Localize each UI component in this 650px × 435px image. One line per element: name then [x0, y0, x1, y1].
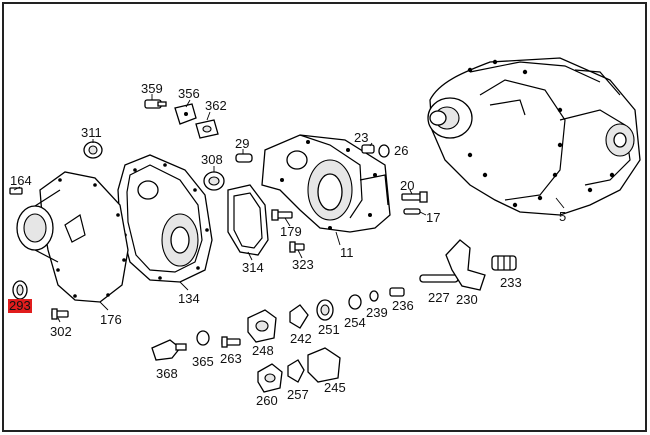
label-176[interactable]: 176	[100, 312, 122, 327]
part-311-seal[interactable]	[83, 141, 103, 159]
label-323[interactable]: 323	[292, 257, 314, 272]
label-17[interactable]: 17	[426, 210, 440, 225]
part-176-front-cover[interactable]	[16, 171, 129, 303]
part-11-intermediate-housing[interactable]	[261, 134, 391, 233]
label-311[interactable]: 311	[81, 125, 102, 140]
part-368-switch[interactable]	[151, 339, 187, 361]
part-260-housing[interactable]	[257, 363, 283, 393]
label-257[interactable]: 257	[287, 387, 309, 402]
label-29[interactable]: 29	[235, 136, 249, 151]
label-242[interactable]: 242	[290, 331, 312, 346]
label-179[interactable]: 179	[280, 224, 302, 239]
part-134-housing-cover[interactable]	[117, 154, 213, 283]
part-293-plug[interactable]	[12, 280, 28, 300]
part-251-sleeve[interactable]	[316, 299, 334, 321]
part-248-housing[interactable]	[247, 309, 277, 343]
label-260[interactable]: 260	[256, 393, 278, 408]
label-239[interactable]: 239	[366, 305, 388, 320]
label-23[interactable]: 23	[354, 130, 368, 145]
label-308[interactable]: 308	[201, 152, 223, 167]
label-164[interactable]: 164	[10, 173, 32, 188]
label-227[interactable]: 227	[428, 290, 450, 305]
part-17-pin[interactable]	[403, 208, 421, 215]
label-236[interactable]: 236	[392, 298, 414, 313]
label-314[interactable]: 314	[242, 260, 264, 275]
part-323-bolt[interactable]	[289, 241, 305, 253]
label-368[interactable]: 368	[156, 366, 178, 381]
part-23-bushing[interactable]	[361, 144, 375, 154]
label-356[interactable]: 356	[178, 86, 200, 101]
label-263[interactable]: 263	[220, 351, 242, 366]
part-20-bolt[interactable]	[401, 191, 428, 203]
part-314-gasket[interactable]	[227, 184, 269, 256]
part-5-transfer-case[interactable]	[427, 57, 641, 216]
part-164-bolt[interactable]	[9, 187, 23, 195]
label-365[interactable]: 365	[192, 354, 214, 369]
label-233[interactable]: 233	[500, 275, 522, 290]
part-242-gasket[interactable]	[289, 304, 309, 329]
part-245-cover[interactable]	[307, 347, 341, 383]
leader-lines	[13, 94, 565, 323]
part-263-bolt[interactable]	[221, 336, 241, 348]
part-233-spring[interactable]	[491, 255, 517, 271]
part-230-shift-fork[interactable]	[445, 239, 486, 291]
part-356-plate[interactable]	[174, 103, 197, 125]
label-302[interactable]: 302	[50, 324, 72, 339]
part-302-bolt[interactable]	[51, 308, 69, 320]
label-26[interactable]: 26	[394, 143, 408, 158]
part-227-shaft[interactable]	[419, 274, 459, 283]
part-236-spring[interactable]	[389, 287, 405, 297]
part-239-ring[interactable]	[369, 290, 379, 302]
part-labels: 5 11 17 20 23 26 29 134 164 176 179 227 …	[9, 81, 566, 408]
label-20[interactable]: 20	[400, 178, 414, 193]
label-251[interactable]: 251	[318, 322, 340, 337]
label-359[interactable]: 359	[141, 81, 163, 96]
part-365-washer[interactable]	[196, 330, 210, 346]
part-257-gasket[interactable]	[287, 359, 305, 383]
part-29-dowel[interactable]	[235, 153, 253, 163]
highlight-marker-293	[8, 299, 32, 313]
label-5[interactable]: 5	[559, 209, 566, 224]
part-308-bearing[interactable]	[203, 171, 225, 191]
label-254[interactable]: 254	[344, 315, 366, 330]
part-254-ring[interactable]	[348, 294, 362, 310]
label-248[interactable]: 248	[252, 343, 274, 358]
part-179-bolt[interactable]	[271, 209, 293, 221]
part-26-ring[interactable]	[378, 144, 390, 158]
label-362[interactable]: 362	[205, 98, 227, 113]
label-230[interactable]: 230	[456, 292, 478, 307]
part-362-bracket[interactable]	[195, 119, 219, 139]
label-11[interactable]: 11	[340, 245, 354, 260]
label-293[interactable]: 293	[9, 298, 31, 313]
part-359-screw[interactable]	[144, 99, 167, 109]
label-245[interactable]: 245	[324, 380, 346, 395]
label-134[interactable]: 134	[178, 291, 200, 306]
